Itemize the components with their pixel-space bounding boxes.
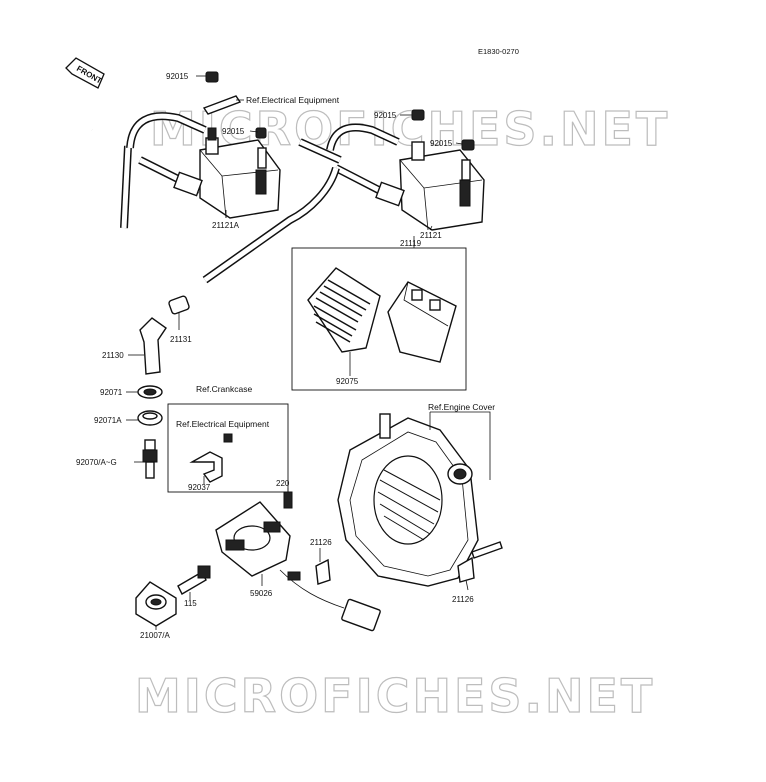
label-21126-a: 21126 xyxy=(310,538,332,547)
igniter-unit-icon xyxy=(307,267,381,353)
label-92015-b: 92015 xyxy=(222,127,245,136)
igniter-group-box xyxy=(291,247,467,391)
nut-92015-right-icon xyxy=(411,109,475,151)
clamp-92037-icon xyxy=(189,433,233,483)
leader-lines xyxy=(126,75,469,630)
label-21007: 21007/A xyxy=(140,631,170,640)
plug-cap-21131-icon xyxy=(168,295,190,315)
igniter-unit-alt-icon xyxy=(387,281,457,363)
seal-92071-icon xyxy=(137,385,163,399)
label-92015-c: 92015 xyxy=(374,111,397,120)
diagram-code: E1830-0270 xyxy=(478,47,519,56)
label-115: 115 xyxy=(184,599,197,608)
bolt-115-icon xyxy=(177,565,211,595)
bracket-21126-left-icon xyxy=(315,558,331,585)
ignition-coil-right-icon xyxy=(202,123,485,284)
crankcase-ref-box xyxy=(167,403,289,493)
ref-engine-cover: Ref.Engine Cover xyxy=(428,402,495,412)
label-21121: 21121 xyxy=(420,231,442,240)
seal-92071A-icon xyxy=(137,410,163,426)
nut-92015-icon xyxy=(202,71,267,141)
label-92015-d: 92015 xyxy=(430,139,453,148)
front-arrow-icon: FRONT xyxy=(65,57,105,89)
rotor-21007-icon xyxy=(135,581,177,627)
label-92015-a: 92015 xyxy=(166,72,189,81)
label-92071: 92071 xyxy=(100,388,123,397)
label-92037: 92037 xyxy=(188,483,211,492)
label-21131: 21131 xyxy=(170,335,192,344)
ignition-coil-left-icon xyxy=(91,112,281,229)
label-92071A: 92071A xyxy=(94,416,122,425)
bracket-21126-right-icon xyxy=(457,541,503,583)
label-21130: 21130 xyxy=(102,351,124,360)
label-220: 220 xyxy=(276,479,290,488)
engine-cover-icon xyxy=(337,413,479,587)
engine-cover-ref-line xyxy=(430,411,491,480)
bolt-220-icon xyxy=(283,491,293,509)
ref-electrical-top: Ref.Electrical Equipment xyxy=(246,95,340,105)
label-92070: 92070/A~G xyxy=(76,458,117,467)
label-21119: 21119 xyxy=(400,239,422,248)
ref-crankcase: Ref.Crankcase xyxy=(196,384,252,394)
label-92075: 92075 xyxy=(336,377,359,386)
watermark-bottom: MICROFICHES.NET xyxy=(135,669,655,723)
label-59026: 59026 xyxy=(250,589,273,598)
label-21121A: 21121A xyxy=(212,221,240,230)
ref-electrical-inner: Ref.Electrical Equipment xyxy=(176,419,270,429)
pickup-coil-icon xyxy=(215,501,381,632)
label-21126-b: 21126 xyxy=(452,595,474,604)
spark-plug-icon xyxy=(142,439,158,479)
plug-cap-21130-icon xyxy=(139,317,167,375)
